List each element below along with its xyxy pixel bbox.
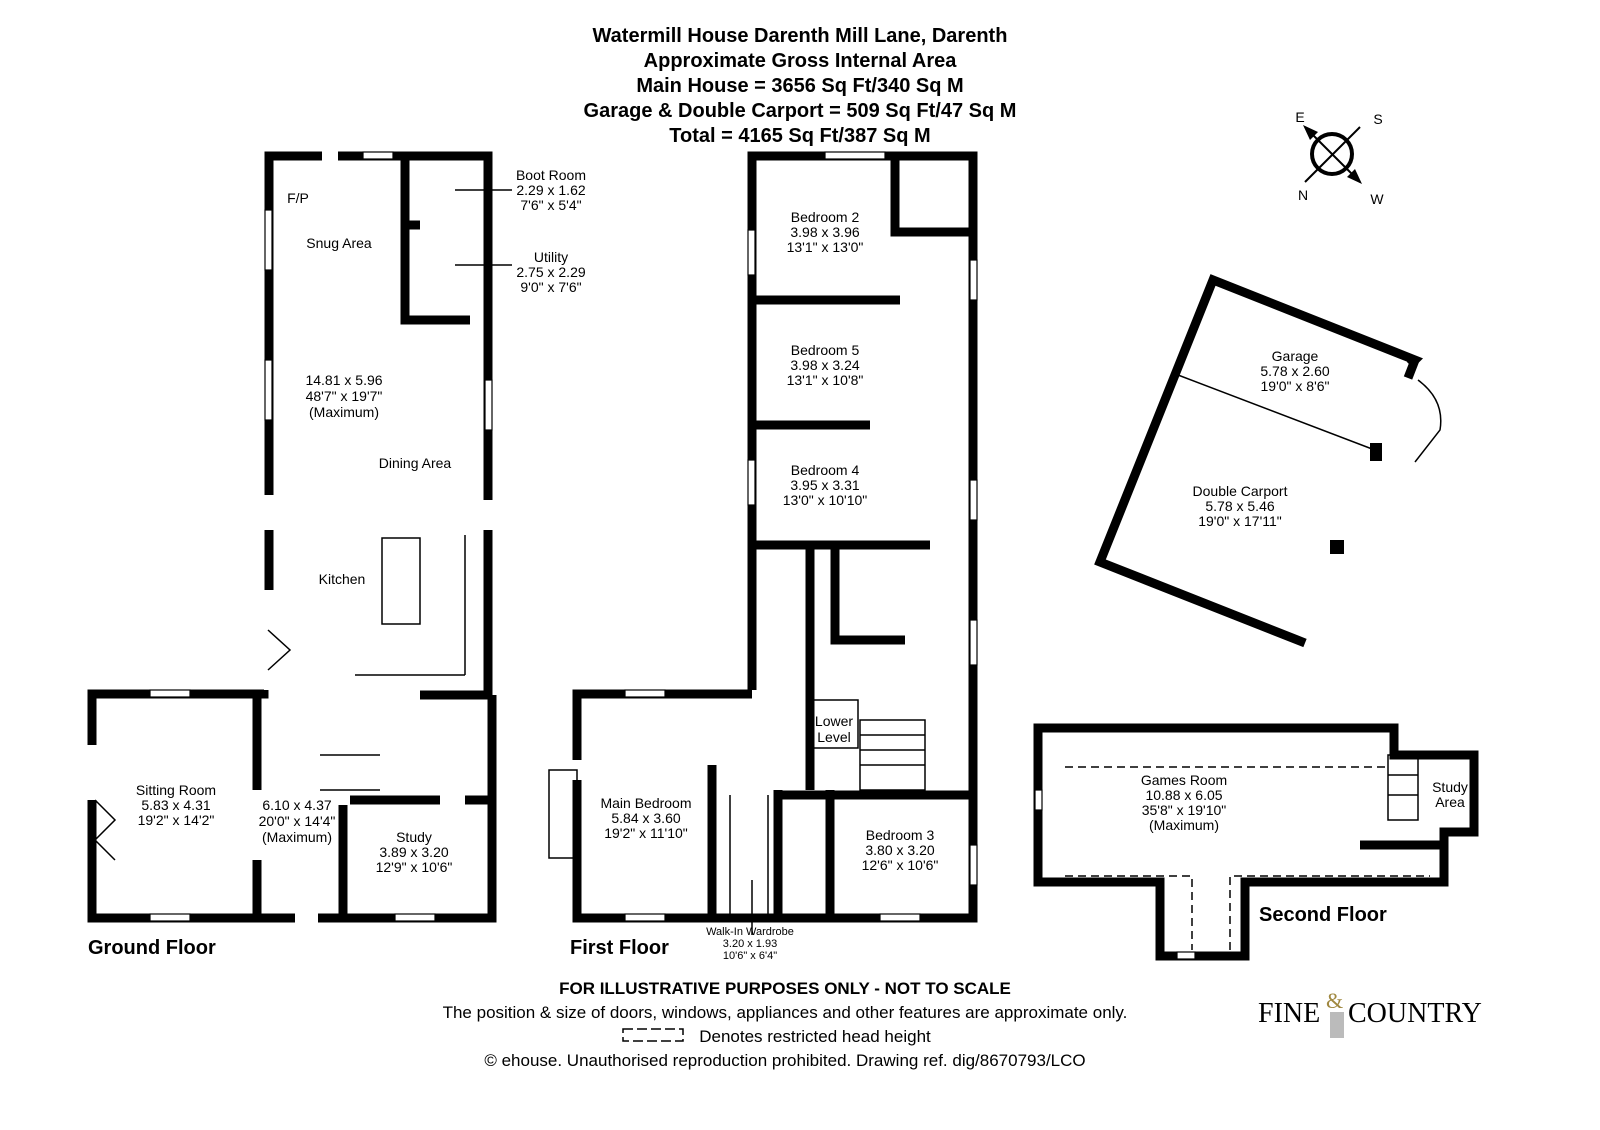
- carport-dims-ft: 19'0" x 17'11": [1198, 513, 1282, 529]
- bedroom3-dims-ft: 12'6" x 10'6": [862, 857, 939, 873]
- boot-room-label: Boot Room 2.29 x 1.62 7'6" x 5'4": [455, 167, 586, 213]
- sitting-room-dims-ft: 19'2" x 14'2": [138, 812, 215, 828]
- study-area-line2: Area: [1435, 794, 1465, 810]
- main-room-dims-note: (Maximum): [309, 404, 379, 420]
- bedroom2-dims-m: 3.98 x 3.96: [790, 224, 859, 240]
- carport-dims-m: 5.78 x 5.46: [1205, 498, 1274, 514]
- bedroom3-dims-m: 3.80 x 3.20: [865, 842, 934, 858]
- main-room-dims-m: 14.81 x 5.96: [305, 372, 382, 388]
- games-room-name: Games Room: [1141, 772, 1227, 788]
- hall-dims-ft: 20'0" x 14'4": [259, 813, 336, 829]
- carport-name: Double Carport: [1193, 483, 1288, 499]
- study-dims-ft: 12'9" x 10'6": [376, 859, 453, 875]
- area-heading: Approximate Gross Internal Area: [644, 50, 958, 72]
- garage-dims-m: 5.78 x 2.60: [1260, 363, 1329, 379]
- head-height-note: Denotes restricted head height: [699, 1027, 931, 1046]
- kitchen-label: Kitchen: [319, 571, 366, 587]
- snug-area-label: Snug Area: [306, 235, 372, 251]
- footer: FOR ILLUSTRATIVE PURPOSES ONLY - NOT TO …: [443, 979, 1128, 1070]
- logo-amp: &: [1326, 988, 1343, 1013]
- boot-room-dims-m: 2.29 x 1.62: [516, 182, 585, 198]
- dining-area-label: Dining Area: [379, 455, 452, 471]
- copyright: © ehouse. Unauthorised reproduction proh…: [484, 1051, 1085, 1070]
- games-room-dims-ft: 35'8" x 19'10": [1142, 802, 1227, 818]
- position-note: The position & size of doors, windows, a…: [443, 1003, 1128, 1022]
- second-floor-label: Second Floor: [1259, 904, 1387, 926]
- bedroom5-dims-m: 3.98 x 3.24: [790, 357, 859, 373]
- wardrobe-dims-m: 3.20 x 1.93: [723, 938, 777, 950]
- utility-dims-ft: 9'0" x 7'6": [520, 279, 581, 295]
- logo-country: COUNTRY: [1348, 998, 1482, 1029]
- hall-dims-note: (Maximum): [262, 829, 332, 845]
- lower-level-line2: Level: [817, 729, 850, 745]
- fine-country-logo: FINE & COUNTRY: [1258, 988, 1482, 1038]
- logo-fine: FINE: [1258, 998, 1320, 1029]
- wardrobe-name: Walk-In Wardrobe: [706, 926, 794, 938]
- utility-dims-m: 2.75 x 2.29: [516, 264, 585, 280]
- compass-s: S: [1373, 111, 1382, 127]
- garage-plan: Garage 5.78 x 2.60 19'0" x 8'6" Double C…: [1094, 274, 1442, 648]
- sitting-room-name: Sitting Room: [136, 782, 216, 798]
- second-floor-plan: Games Room 10.88 x 6.05 35'8" x 19'10" (…: [1033, 723, 1479, 961]
- bedroom4-dims-ft: 13'0" x 10'10": [783, 492, 868, 508]
- title: Watermill House Darenth Mill Lane, Daren…: [593, 25, 1008, 47]
- main-bedroom-dims-ft: 19'2" x 11'10": [604, 825, 688, 841]
- header: Watermill House Darenth Mill Lane, Daren…: [584, 25, 1017, 147]
- kitchen-island: [381, 537, 421, 625]
- main-bedroom-dims-m: 5.84 x 3.60: [611, 810, 680, 826]
- boot-room-dims-ft: 7'6" x 5'4": [520, 197, 581, 213]
- study-dims-m: 3.89 x 3.20: [379, 844, 448, 860]
- bedroom4-name: Bedroom 4: [791, 462, 860, 478]
- garage-area: Garage & Double Carport = 509 Sq Ft/47 S…: [584, 100, 1017, 122]
- hall-dims-m: 6.10 x 4.37: [262, 797, 331, 813]
- compass-n: N: [1298, 187, 1308, 203]
- garage-name: Garage: [1272, 348, 1319, 364]
- first-floor-label: First Floor: [570, 937, 669, 959]
- games-room-dims-note: (Maximum): [1149, 817, 1219, 833]
- compass-e: E: [1295, 109, 1304, 125]
- utility-name: Utility: [534, 249, 568, 265]
- ground-floor-plan: F/P Snug Area 14.81 x 5.96 48'7" x 19'7"…: [87, 151, 586, 959]
- study-area-line1: Study: [1432, 779, 1468, 795]
- bedroom2-dims-ft: 13'1" x 13'0": [787, 239, 864, 255]
- lower-level-line1: Lower: [815, 713, 853, 729]
- compass-icon: E S N W: [1295, 109, 1384, 207]
- total-area: Total = 4165 Sq Ft/387 Sq M: [669, 125, 930, 147]
- main-bedroom-name: Main Bedroom: [600, 795, 691, 811]
- staircase: [859, 719, 926, 791]
- boot-room-name: Boot Room: [516, 167, 586, 183]
- sitting-room-dims-m: 5.83 x 4.31: [141, 797, 210, 813]
- bedroom5-dims-ft: 13'1" x 10'8": [787, 372, 864, 388]
- garage-dims-ft: 19'0" x 8'6": [1261, 378, 1330, 394]
- utility-label: Utility 2.75 x 2.29 9'0" x 7'6": [455, 249, 586, 295]
- main-house-area: Main House = 3656 Sq Ft/340 Sq M: [636, 75, 963, 97]
- bedroom5-name: Bedroom 5: [791, 342, 860, 358]
- compass-w: W: [1370, 191, 1384, 207]
- bedroom3-name: Bedroom 3: [866, 827, 935, 843]
- ground-floor-label: Ground Floor: [88, 937, 216, 959]
- disclaimer: FOR ILLUSTRATIVE PURPOSES ONLY - NOT TO …: [559, 979, 1011, 998]
- restricted-height-key-icon: [622, 1028, 684, 1042]
- study-name: Study: [396, 829, 432, 845]
- bedroom4-dims-m: 3.95 x 3.31: [790, 477, 859, 493]
- wardrobe-dims-ft: 10'6" x 6'4": [723, 950, 777, 962]
- games-room-dims-m: 10.88 x 6.05: [1145, 787, 1222, 803]
- bedroom2-name: Bedroom 2: [791, 209, 860, 225]
- main-room-dims-ft: 48'7" x 19'7": [306, 388, 383, 404]
- fireplace-label: F/P: [287, 190, 309, 206]
- first-floor-plan: Bedroom 2 3.98 x 3.96 13'1" x 13'0" Bedr…: [548, 151, 978, 962]
